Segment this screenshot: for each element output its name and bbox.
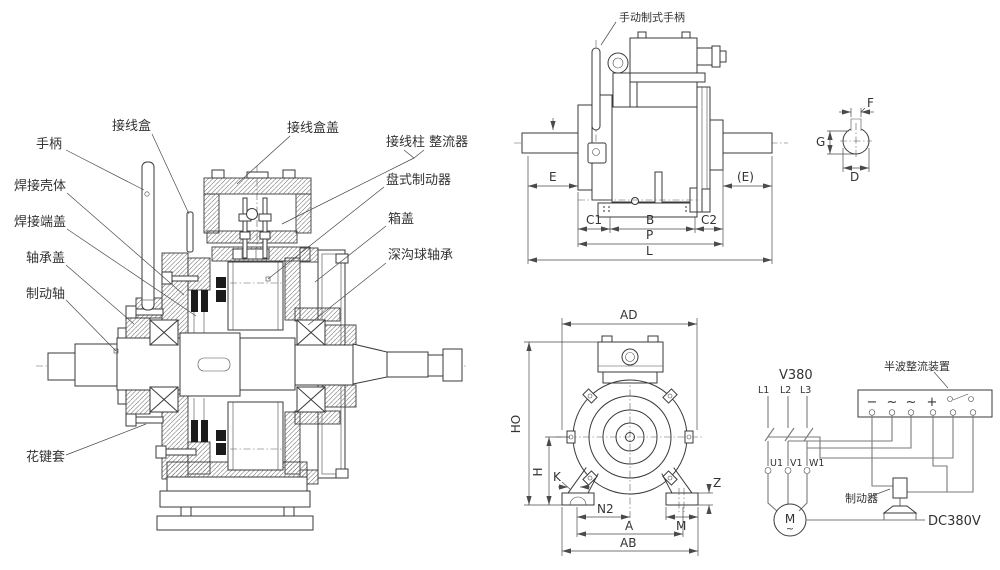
wiring-diagram: V380 L1 L2 L3 U1 V1 W1 M ~ − ~ ~ + (758, 359, 993, 537)
terminal-box-front (597, 341, 664, 373)
dim-N2: N2 (597, 502, 614, 516)
dim-HO: HO (509, 415, 523, 433)
dim-M: M (676, 519, 686, 533)
dim-AB: AB (620, 536, 636, 550)
shaft-left (521, 132, 579, 154)
dim-C2: C2 (701, 213, 717, 227)
dim-Z: Z (713, 476, 721, 490)
welded-end-cover-part (187, 257, 211, 291)
brake-disc (191, 290, 198, 312)
terminal-U1 (764, 467, 772, 474)
label-spline-sleeve: 花键套 (26, 449, 65, 465)
dim-L: L (646, 244, 653, 258)
dim-AD: AD (620, 308, 637, 322)
dim-H: H (531, 467, 545, 476)
label-box-cover: 箱盖 (388, 211, 414, 227)
terminal-label-V1: V1 (790, 458, 803, 469)
shaft-right (722, 132, 773, 154)
base-plate (166, 476, 308, 492)
shaft-section-detail: F G D (816, 96, 874, 184)
label-welded-end-cover: 焊接端盖 (14, 214, 66, 230)
label-junction-box: 接线盒 (112, 118, 151, 134)
label-welded-shell: 焊接壳体 (14, 178, 66, 194)
manual-handle-rod (591, 47, 601, 131)
wires (768, 415, 974, 521)
dc-voltage-label: DC380V (928, 514, 981, 529)
rectifier-ac1: ~ (887, 395, 898, 410)
front-view: AD HO H K Z N2 M A AB (509, 308, 721, 556)
motor-letter: M (785, 512, 795, 526)
terminal-label-W1: W1 (809, 458, 824, 469)
terminal-post (242, 197, 248, 259)
brake-solenoid-box (629, 37, 698, 74)
foot-pad-right (665, 492, 699, 506)
dim-K: K (553, 470, 562, 484)
terminal-W1 (803, 467, 811, 474)
brake-pad (882, 505, 918, 514)
phase-L3: L3 (800, 385, 811, 396)
keyway (850, 118, 862, 131)
dim-A: A (625, 519, 634, 533)
dim-E: E (549, 170, 557, 184)
rectifier-label: 半波整流装置 (884, 359, 950, 373)
dim-D: D (850, 170, 859, 184)
handle-part (141, 161, 155, 311)
label-deep-groove-ball-bearing: 深沟球轴承 (388, 248, 453, 263)
eye-bolt (607, 52, 629, 74)
dim-E-paren: (E) (737, 170, 754, 184)
label-terminal-post-rectifier: 接线柱 整流器 (386, 134, 468, 150)
junction-box-wall-left (203, 193, 220, 234)
switch-contact (947, 396, 953, 402)
main-section-view: 手柄 焊接壳体 焊接端盖 轴承盖 制动轴 花键套 接线盒 接线盒盖 接线柱 整流… (14, 118, 468, 531)
side-view: E (E) C1 B C2 P L 手动制式手柄 (514, 10, 788, 264)
stator-lower (227, 401, 284, 471)
label-disc-brake: 盘式制动器 (386, 172, 451, 188)
rectifier-minus: − (867, 395, 878, 410)
phase-L2: L2 (780, 385, 791, 396)
motor-ac-tilde: ~ (786, 524, 794, 535)
label-junction-box-cover: 接线盒盖 (287, 120, 339, 136)
label-brake-shaft: 制动轴 (26, 287, 65, 302)
junction-box-cover-part (203, 177, 312, 195)
dim-B: B (646, 213, 654, 227)
spline-sleeve-part (179, 332, 241, 397)
bolt (161, 271, 173, 285)
rectifier-box (857, 389, 993, 418)
gland-hole (246, 208, 258, 220)
brake-label: 制动器 (845, 492, 878, 505)
rectifier-terminals (868, 409, 977, 416)
stator-upper (227, 261, 284, 331)
brake-coil (892, 477, 908, 499)
label-bearing-cover: 轴承盖 (26, 251, 65, 266)
ball-bearing (149, 319, 326, 413)
box-bolt (621, 348, 639, 366)
terminal-V1 (784, 467, 792, 474)
terminal-label-U1: U1 (770, 458, 783, 469)
label-handle: 手柄 (36, 137, 62, 152)
dim-F: F (867, 96, 874, 110)
foot-pad-left (561, 492, 595, 506)
phase-L1: L1 (758, 385, 769, 396)
brake-mount-plate (206, 230, 298, 244)
brake-shaft-part (47, 352, 76, 381)
supply-voltage-label: V380 (779, 368, 813, 383)
label-manual-brake-handle: 手动制式手柄 (619, 10, 685, 24)
dim-C1: C1 (586, 213, 602, 227)
dim-P: P (646, 228, 653, 242)
rectifier-ac2: ~ (906, 395, 917, 410)
rectifier-plus: + (927, 395, 938, 410)
dim-G: G (816, 135, 825, 149)
